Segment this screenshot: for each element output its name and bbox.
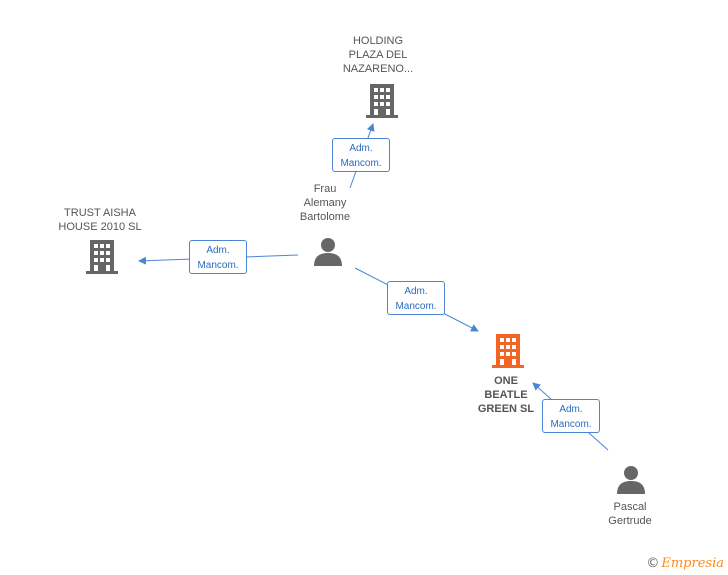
building-icon[interactable] [366,84,398,123]
link-label-pascal-one-beatle[interactable]: Adm. Mancom. [542,399,600,433]
node-label-frau[interactable]: Frau Alemany Bartolome [299,183,351,223]
person-icon[interactable] [616,464,646,499]
copyright-icon: © [646,556,660,571]
link-label-line1: Adm. [206,245,230,256]
link-label-line2: Mancom. [550,419,592,430]
building-icon[interactable] [86,240,118,279]
link-label-line2: Mancom. [395,301,437,312]
link-label-line1: Adm. [559,404,583,415]
link-label-line2: Mancom. [197,260,239,271]
link-label-line1: Adm. [404,286,428,297]
link-label-line2: Mancom. [340,158,382,169]
person-icon[interactable] [313,236,343,271]
brand-name: Empresia [661,556,724,571]
node-label-holding[interactable]: HOLDING PLAZA DEL NAZARENO... [342,35,414,75]
brand-logo: ©Empresia [646,556,724,571]
link-label-frau-trust[interactable]: Adm. Mancom. [189,240,247,274]
link-label-frau-one-beatle[interactable]: Adm. Mancom. [387,281,445,315]
link-label-frau-holding[interactable]: Adm. Mancom. [332,138,390,172]
node-label-pascal[interactable]: Pascal Gertrude [608,501,652,527]
node-label-one-beatle[interactable]: ONE BEATLE GREEN SL [477,375,535,415]
link-label-line1: Adm. [349,143,373,154]
node-label-trust[interactable]: TRUST AISHA HOUSE 2010 SL [58,207,142,233]
building-icon-focus[interactable] [492,334,524,373]
